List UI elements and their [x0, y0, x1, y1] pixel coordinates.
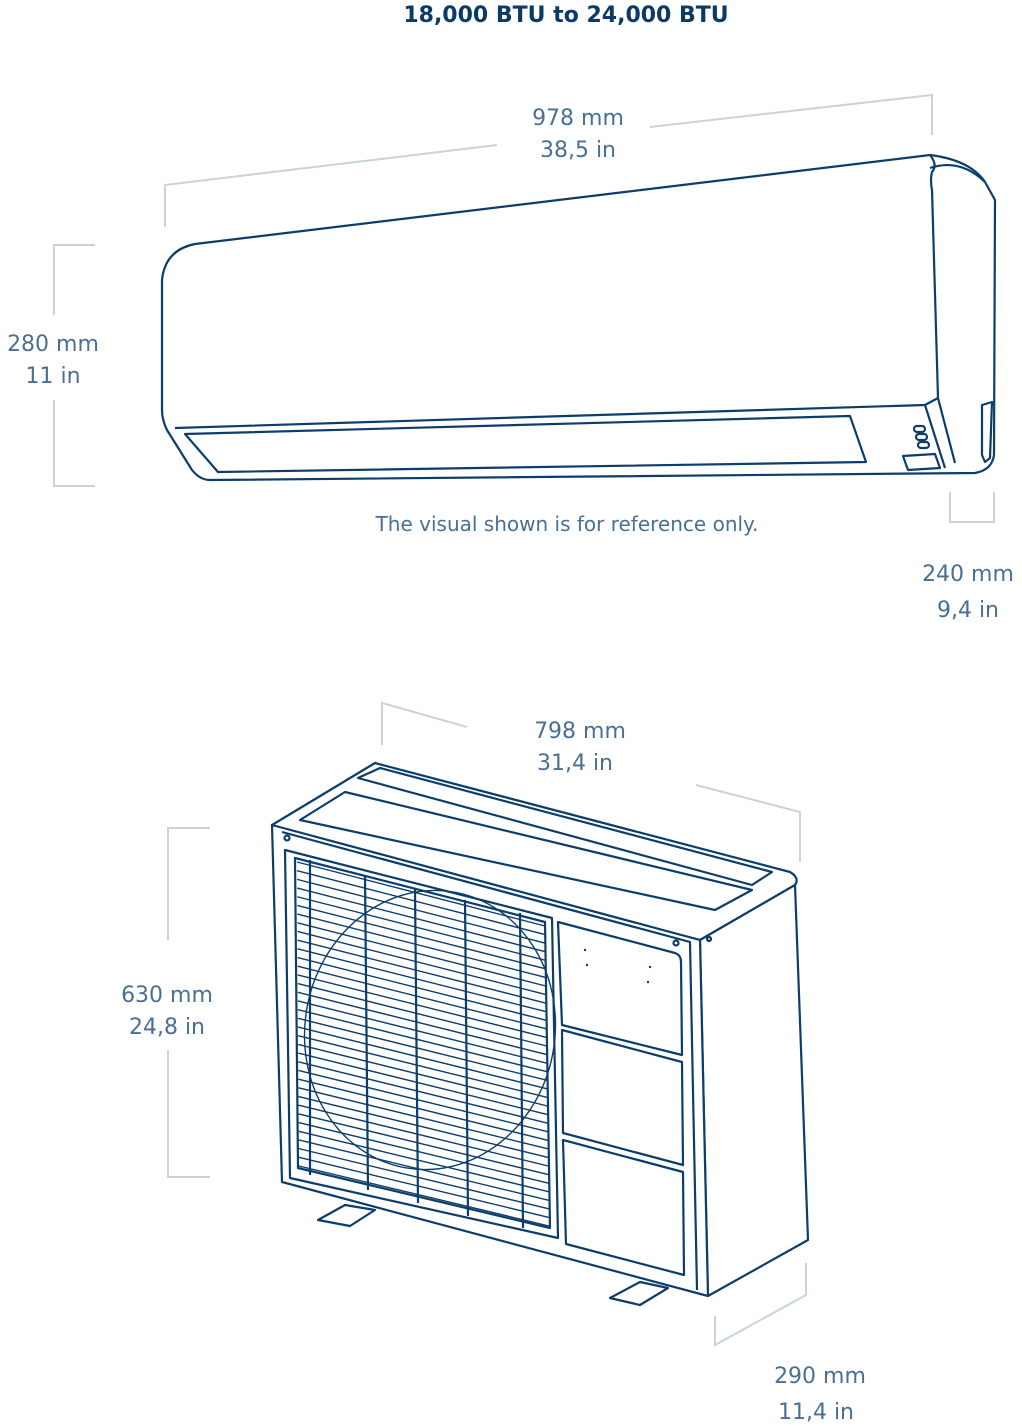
- grille-bar: [296, 870, 546, 936]
- grille-bar: [297, 922, 546, 987]
- grille-bar: [297, 991, 547, 1056]
- page-title: 18,000 BTU to 24,000 BTU: [403, 3, 728, 28]
- indoor-height-mm: 280 mm: [7, 332, 99, 357]
- indoor-dimension-lines: [53, 93, 995, 523]
- grille-bar: [297, 1017, 548, 1081]
- outdoor-height-mm: 630 mm: [121, 983, 213, 1008]
- indoor-unit-illustration: [160, 153, 997, 482]
- indoor-depth-in: 9,4 in: [937, 598, 999, 623]
- grille-bar: [298, 1113, 549, 1176]
- outdoor-width-mm: 798 mm: [534, 719, 626, 744]
- outdoor-depth-in: 11,4 in: [778, 1400, 854, 1425]
- outdoor-width-in: 31,4 in: [537, 751, 613, 776]
- grille-bar: [298, 1078, 549, 1141]
- reference-note: The visual shown is for reference only.: [375, 512, 759, 536]
- indoor-width-in: 38,5 in: [540, 138, 616, 163]
- grille-bar: [298, 1069, 548, 1133]
- grille-bar: [298, 1156, 550, 1219]
- grille-bar: [297, 904, 546, 970]
- grille-bar: [298, 1095, 549, 1159]
- grille-bar: [297, 1035, 548, 1099]
- outdoor-dimension-lines: [167, 701, 807, 1347]
- grille-bar: [296, 887, 546, 953]
- indoor-height-in: 11 in: [25, 364, 80, 389]
- indoor-depth-mm: 240 mm: [922, 562, 1014, 587]
- grille-bar: [297, 982, 547, 1047]
- grille-bar: [297, 974, 547, 1039]
- grille-bar: [298, 1165, 550, 1227]
- grille-bar: [297, 1026, 548, 1090]
- grille-bar: [298, 1147, 549, 1210]
- grille-bar: [297, 948, 547, 1013]
- grille-bar: [297, 896, 546, 961]
- outdoor-height-in: 24,8 in: [129, 1015, 205, 1040]
- indoor-width-mm: 978 mm: [532, 106, 624, 131]
- grille-bar: [298, 1121, 549, 1184]
- grille-bar: [297, 939, 547, 1004]
- grille-bar: [297, 1008, 548, 1073]
- grille-bars: [296, 861, 550, 1227]
- grille-bar: [298, 1087, 549, 1150]
- grille-bar: [296, 878, 546, 944]
- outdoor-unit-illustration: [270, 761, 810, 1307]
- grille-bar: [298, 1061, 548, 1124]
- grille-bar: [297, 1000, 547, 1064]
- grille-bar: [298, 1052, 548, 1116]
- grille-bar: [296, 861, 546, 927]
- grille-bar: [298, 1104, 549, 1167]
- grille-bar: [297, 956, 547, 1021]
- grille-bar: [297, 913, 546, 979]
- grille-bar: [297, 930, 547, 996]
- grille-bar: [298, 1130, 549, 1193]
- grille-bar: [298, 1043, 548, 1107]
- outdoor-depth-mm: 290 mm: [774, 1364, 866, 1389]
- grille-bar: [297, 965, 547, 1030]
